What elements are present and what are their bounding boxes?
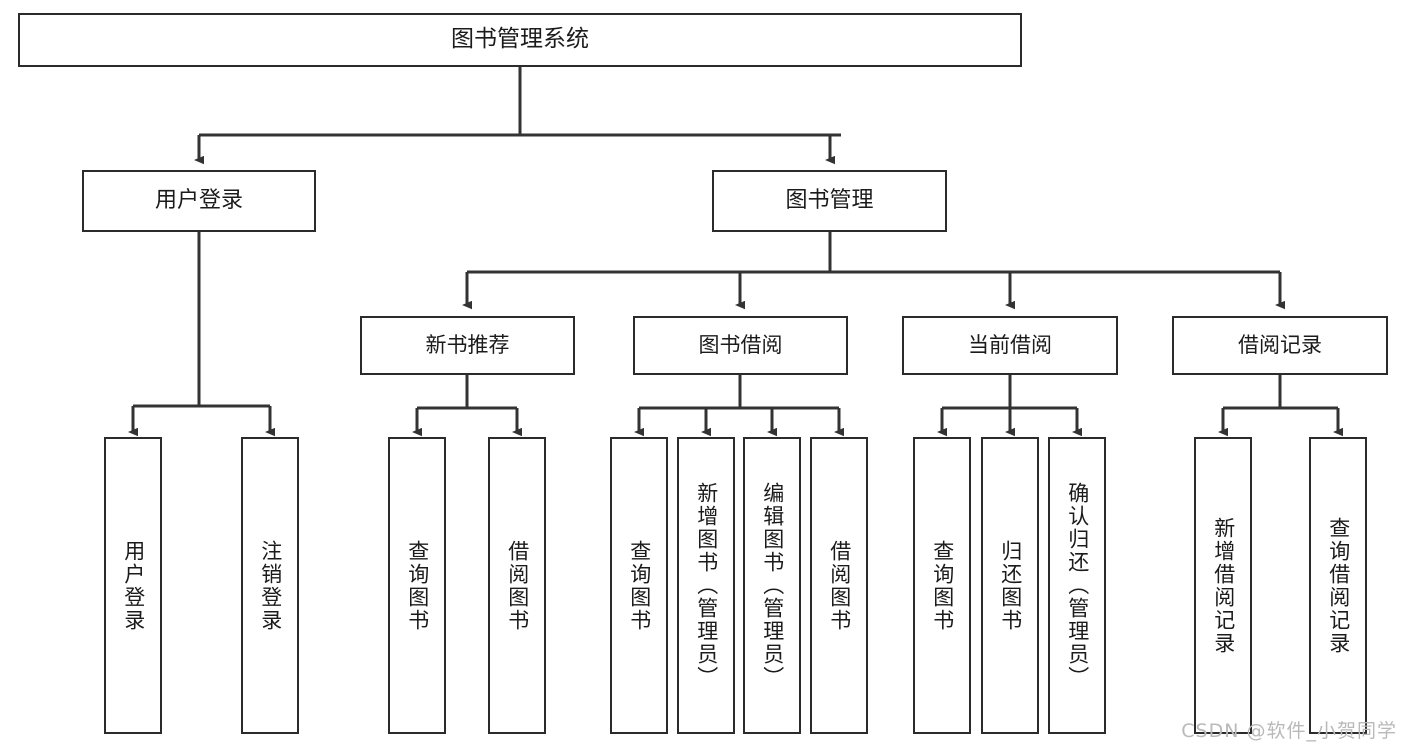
- leaf-query-borrow-record-label: 查询借阅记录: [1326, 516, 1351, 655]
- node-borrow-record-label: 借阅记录: [1238, 332, 1322, 357]
- leaf-logout-login[interactable]: 注销登录: [241, 437, 299, 734]
- node-root[interactable]: 图书管理系统: [18, 13, 1022, 67]
- node-book-management-label: 图书管理: [785, 187, 874, 213]
- node-book-borrow-label: 图书借阅: [698, 332, 783, 357]
- leaf-return-book[interactable]: 归还图书: [981, 437, 1039, 734]
- node-book-borrow[interactable]: 图书借阅: [633, 316, 848, 375]
- leaf-query-book-borrow-label: 查询图书: [627, 539, 652, 632]
- leaf-edit-book-admin[interactable]: 编辑图书（管理员）: [743, 437, 801, 734]
- node-book-management[interactable]: 图书管理: [712, 170, 947, 232]
- leaf-add-book-admin-label: 新增图书（管理员）: [694, 482, 719, 689]
- node-current-borrow-label: 当前借阅: [968, 332, 1052, 357]
- node-user-login-label: 用户登录: [154, 187, 243, 213]
- leaf-add-borrow-record-label: 新增借阅记录: [1211, 516, 1236, 655]
- node-user-login[interactable]: 用户登录: [82, 170, 316, 232]
- leaf-borrow-book-recommend[interactable]: 借阅图书: [488, 437, 546, 734]
- leaf-user-login[interactable]: 用户登录: [104, 437, 162, 734]
- leaf-add-book-admin[interactable]: 新增图书（管理员）: [677, 437, 735, 734]
- leaf-query-book-current[interactable]: 查询图书: [913, 437, 971, 734]
- leaf-confirm-return-admin[interactable]: 确认归还（管理员）: [1048, 437, 1106, 734]
- leaf-query-book-recommend[interactable]: 查询图书: [388, 437, 446, 734]
- leaf-query-book-recommend-label: 查询图书: [405, 539, 430, 632]
- leaf-borrow-book[interactable]: 借阅图书: [810, 437, 868, 734]
- leaf-return-book-label: 归还图书: [998, 539, 1023, 632]
- leaf-add-borrow-record[interactable]: 新增借阅记录: [1194, 437, 1252, 734]
- leaf-query-book-current-label: 查询图书: [930, 539, 955, 632]
- leaf-confirm-return-admin-label: 确认归还（管理员）: [1065, 482, 1090, 689]
- leaf-borrow-book-recommend-label: 借阅图书: [505, 539, 530, 632]
- leaf-borrow-book-label: 借阅图书: [827, 539, 852, 632]
- leaf-user-login-label: 用户登录: [121, 539, 146, 632]
- node-borrow-record[interactable]: 借阅记录: [1172, 316, 1388, 375]
- leaf-query-borrow-record[interactable]: 查询借阅记录: [1309, 437, 1367, 734]
- node-new-book-recommend[interactable]: 新书推荐: [360, 316, 575, 375]
- node-root-label: 图书管理系统: [451, 26, 589, 53]
- node-current-borrow[interactable]: 当前借阅: [902, 316, 1118, 375]
- leaf-logout-login-label: 注销登录: [258, 539, 283, 632]
- leaf-edit-book-admin-label: 编辑图书（管理员）: [760, 482, 785, 689]
- leaf-query-book-borrow[interactable]: 查询图书: [610, 437, 668, 734]
- node-new-book-recommend-label: 新书推荐: [425, 332, 510, 357]
